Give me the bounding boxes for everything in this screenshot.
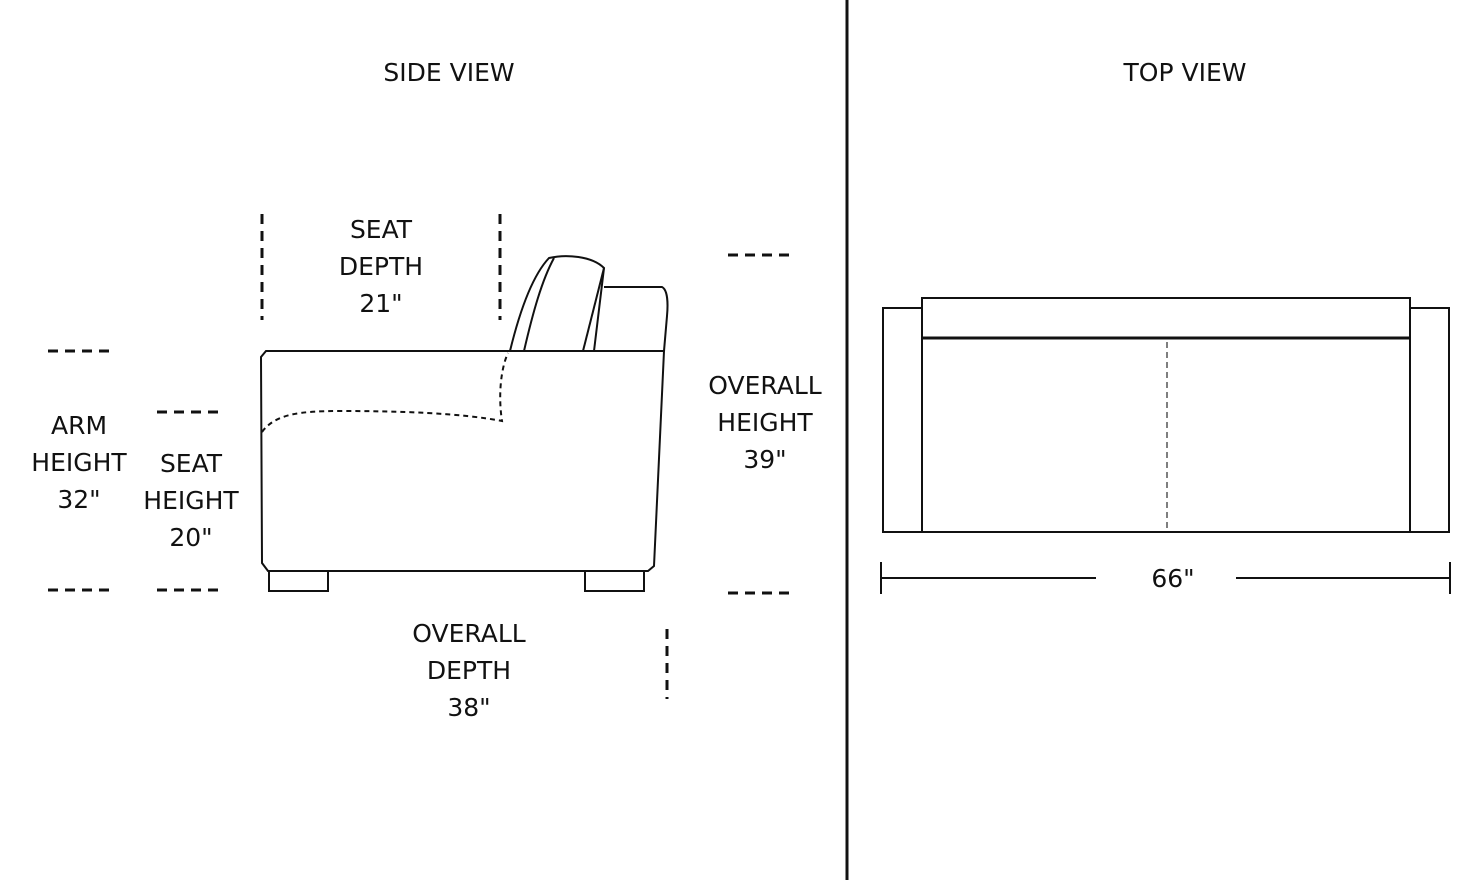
width-dimension-line [880, 562, 1451, 594]
overall-height-label: OVERALL HEIGHT 39" [708, 371, 822, 474]
seat-height-value: 20" [169, 523, 212, 552]
left-arm-top [882, 307, 923, 533]
side-dimension-markers [48, 214, 795, 699]
arm-height-line1: ARM [51, 411, 107, 440]
right-arm-top [1409, 307, 1450, 533]
seat-depth-line1: SEAT [350, 215, 413, 244]
seat-height-line1: SEAT [160, 449, 223, 478]
sofa-side-profile [259, 255, 669, 592]
arm-height-value: 32" [57, 485, 100, 514]
back-cushion-seam [523, 257, 555, 352]
top-view-title: TOP VIEW [1123, 58, 1247, 87]
width-value: 66" [1151, 564, 1194, 593]
seat-height-label: SEAT HEIGHT 20" [143, 449, 239, 552]
overall-depth-value: 38" [447, 693, 490, 722]
side-view: SIDE VIEW [31, 58, 822, 722]
seat-depth-value: 21" [359, 289, 402, 318]
seat-depth-line2: DEPTH [339, 252, 423, 281]
seat-height-line2: HEIGHT [143, 486, 239, 515]
overall-depth-line2: DEPTH [427, 656, 511, 685]
seat-top [921, 337, 1411, 533]
overall-height-line2: HEIGHT [717, 408, 813, 437]
sofa-back-leg [584, 570, 645, 592]
overall-height-line1: OVERALL [708, 371, 822, 400]
back-cushion-edge [582, 267, 605, 352]
back-top [921, 297, 1411, 339]
overall-depth-line1: OVERALL [412, 619, 526, 648]
arm-height-line2: HEIGHT [31, 448, 127, 477]
arm-height-label: ARM HEIGHT 32" [31, 411, 127, 514]
back-frame [604, 286, 669, 352]
hidden-seat-line [261, 352, 509, 433]
back-cushion [509, 255, 606, 352]
top-view: TOP VIEW 66" [880, 58, 1451, 594]
overall-depth-label: OVERALL DEPTH 38" [412, 619, 526, 722]
sofa-arm-body [259, 350, 666, 572]
side-view-title: SIDE VIEW [383, 58, 514, 87]
sofa-front-leg [268, 570, 329, 592]
seat-depth-label: SEAT DEPTH 21" [339, 215, 423, 318]
overall-height-value: 39" [743, 445, 786, 474]
sofa-top-outline [882, 297, 1450, 533]
